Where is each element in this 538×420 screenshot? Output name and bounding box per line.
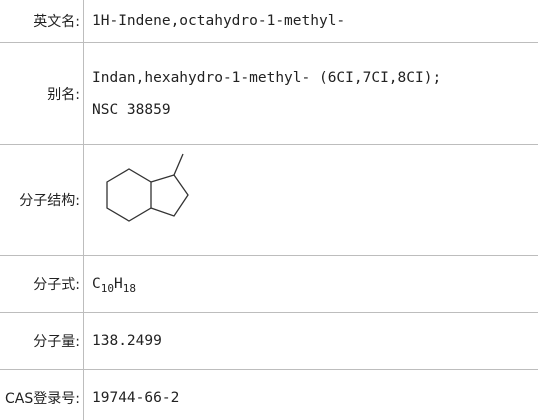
row-structure: 分子结构:: [0, 144, 538, 256]
row-aliases: 别名: Indan,hexahydro-1-methyl- (6CI,7CI,8…: [0, 42, 538, 145]
weight-value: 138.2499: [83, 312, 538, 370]
formula-label: 分子式:: [0, 255, 84, 313]
weight-label: 分子量:: [0, 312, 84, 370]
cas-label: CAS登录号:: [0, 369, 84, 420]
cyclopentane-ring: [150, 173, 189, 217]
row-weight: 分子量: 138.2499: [0, 312, 538, 370]
english-name-label: 英文名:: [0, 0, 84, 43]
row-formula: 分子式: C10H18: [0, 255, 538, 313]
aliases-label: 别名:: [0, 42, 84, 145]
structure-label: 分子结构:: [0, 144, 84, 256]
molecule-structure-image: [106, 153, 189, 222]
aliases-value: Indan,hexahydro-1-methyl- (6CI,7CI,8CI);…: [83, 42, 538, 145]
row-cas: CAS登录号: 19744-66-2: [0, 369, 538, 420]
structure-cell: [83, 144, 538, 256]
methyl-bond: [173, 153, 184, 175]
cyclohexane-ring: [106, 167, 152, 222]
english-name-value: 1H-Indene,octahydro-1-methyl-: [83, 0, 538, 43]
formula-carbon-count: 10: [100, 282, 114, 295]
formula-hydrogen: H: [113, 276, 123, 292]
alias-line-2: NSC 38859: [92, 101, 171, 118]
formula-carbon: C: [92, 276, 101, 292]
row-english-name: 英文名: 1H-Indene,octahydro-1-methyl-: [0, 0, 538, 43]
alias-line-1: Indan,hexahydro-1-methyl- (6CI,7CI,8CI);: [92, 69, 442, 86]
cas-value: 19744-66-2: [83, 369, 538, 420]
formula-hydrogen-count: 18: [122, 282, 136, 295]
formula-value: C10H18: [83, 255, 538, 313]
